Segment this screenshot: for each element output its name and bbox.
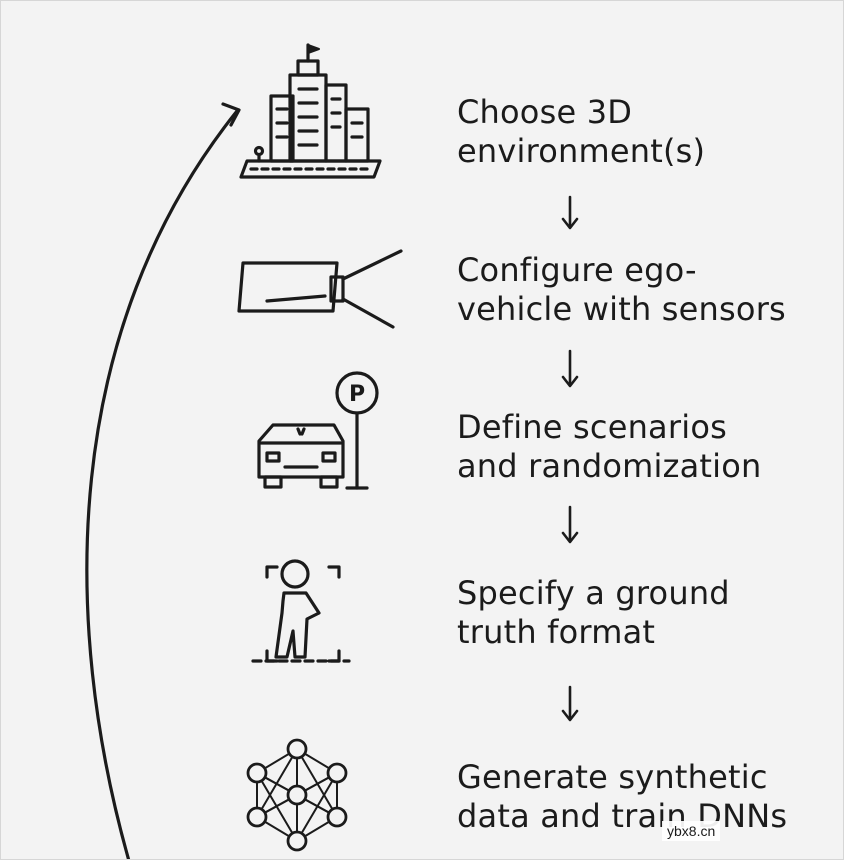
step-5-line-2: data and train DNNs [457, 797, 788, 835]
step-2-line-2: vehicle with sensors [457, 290, 786, 328]
down-arrow-icon [561, 685, 579, 722]
down-arrow-icon [561, 349, 579, 388]
parking-sign-letter: P [349, 382, 365, 407]
step-3-line-2: and randomization [457, 447, 762, 485]
step-5-line-1: Generate synthetic [457, 758, 768, 796]
car-parking-icon [257, 371, 379, 490]
down-arrow-icon [561, 505, 579, 544]
pedestrian-icon [251, 559, 351, 663]
neural-network-icon [246, 738, 348, 852]
loop-back-arrow [85, 102, 241, 859]
camera-sensor-icon [237, 249, 403, 329]
step-3-text: Define scenarios and randomization [457, 408, 837, 486]
step-3-line-1: Define scenarios [457, 408, 727, 446]
watermark: ybx8.cn [662, 821, 721, 841]
step-5-text: Generate synthetic data and train DNNs [457, 758, 837, 836]
step-4-line-2: truth format [457, 613, 656, 651]
step-2-line-1: Configure ego- [457, 251, 697, 289]
step-2-text: Configure ego- vehicle with sensors [457, 251, 837, 329]
step-1-line-1: Choose 3D [457, 93, 633, 131]
step-4-text: Specify a ground truth format [457, 574, 837, 652]
down-arrow-icon [561, 195, 579, 230]
step-1-line-2: environment(s) [457, 132, 706, 170]
step-1-text: Choose 3D environment(s) [457, 93, 837, 171]
step-4-line-1: Specify a ground [457, 574, 730, 612]
city-buildings-icon [239, 43, 382, 179]
